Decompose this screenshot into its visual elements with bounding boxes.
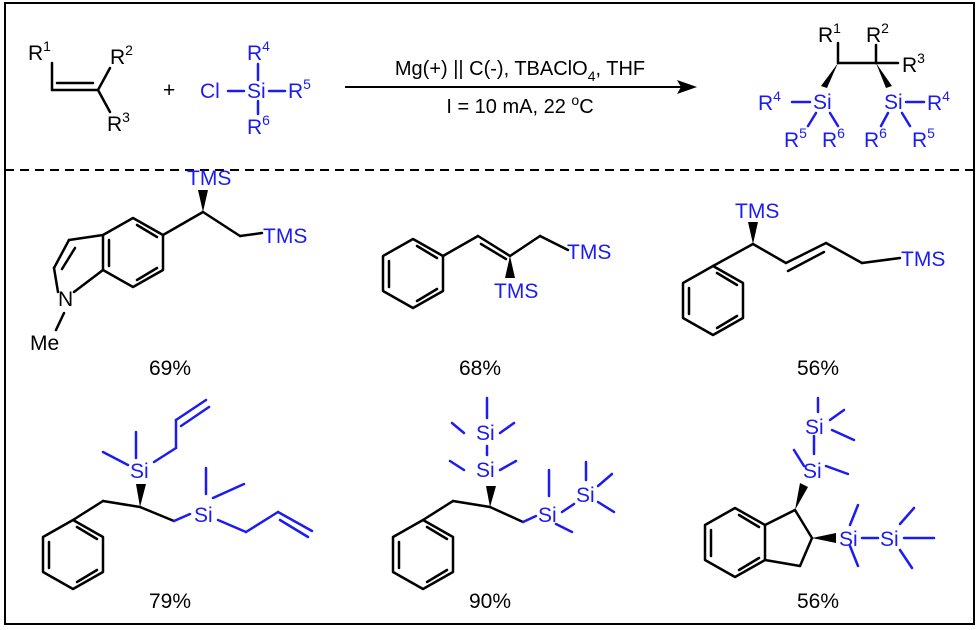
svg-text:R1: R1 xyxy=(818,20,841,47)
allyl-tms-2: TMS xyxy=(901,248,945,271)
reaction-arrow xyxy=(345,80,697,94)
svg-text:Si: Si xyxy=(880,528,899,551)
svg-text:Si: Si xyxy=(538,504,557,527)
svg-text:R2: R2 xyxy=(866,20,889,47)
svg-text:Si: Si xyxy=(805,416,824,439)
svg-text:R6: R6 xyxy=(822,125,845,152)
indole-me: Me xyxy=(30,332,59,355)
svg-text:R4: R4 xyxy=(758,88,781,115)
vinyl-tms-1: TMS xyxy=(567,241,611,264)
yield-4: 79% xyxy=(149,590,191,613)
example-indane: Si Si Si Si xyxy=(703,396,936,579)
svg-text:Si: Si xyxy=(884,91,903,114)
svg-text:Si: Si xyxy=(476,422,495,445)
svg-text:Si: Si xyxy=(247,80,266,103)
yield-5: 90% xyxy=(469,590,511,613)
indole-n: N xyxy=(58,288,73,311)
allyl-tms-1: TMS xyxy=(735,200,779,223)
example-vinyl-silane: TMS TMS xyxy=(381,234,611,310)
alkene-r3: R3 xyxy=(107,109,130,136)
svg-text:Si: Si xyxy=(839,528,858,551)
example-allyl-silane: TMS TMS xyxy=(681,200,945,337)
plus-sign: + xyxy=(163,79,175,102)
yield-1: 69% xyxy=(149,357,191,380)
svg-text:Si: Si xyxy=(130,460,149,483)
yield-6: 56% xyxy=(797,590,839,613)
silane-r5: R5 xyxy=(288,76,311,103)
svg-text:R3: R3 xyxy=(902,50,925,77)
example-disilanyl: Si Si Si Si xyxy=(391,396,616,591)
svg-text:Si: Si xyxy=(576,484,595,507)
indole-tms-2: TMS xyxy=(263,225,307,248)
indole-tms-1: TMS xyxy=(187,167,231,190)
svg-text:R5: R5 xyxy=(784,125,807,152)
yield-2: 68% xyxy=(459,357,501,380)
svg-text:R6: R6 xyxy=(864,125,887,152)
alkene-substrate: R1 R2 R3 xyxy=(28,38,133,136)
disilane-product: R1 R2 R3 Si R4 R5 R6 Si R4 R6 R5 xyxy=(758,20,950,152)
example-indole: N Me TMS TMS xyxy=(30,167,307,355)
svg-text:Si: Si xyxy=(194,504,213,527)
conditions-line-1: Mg(+) || C(-), TBAClO4, THF xyxy=(395,58,645,84)
silane-r4: R4 xyxy=(247,38,270,65)
alkene-r1: R1 xyxy=(28,38,51,65)
chlorosilane-reagent: Cl Si R4 R5 R6 xyxy=(200,38,311,139)
silane-r6: R6 xyxy=(247,112,270,139)
alkene-r2: R2 xyxy=(110,42,133,69)
outer-frame xyxy=(4,2,975,625)
svg-text:Cl: Cl xyxy=(200,80,220,103)
svg-text:R4: R4 xyxy=(927,88,950,115)
svg-text:Si: Si xyxy=(476,459,495,482)
example-allyl-dimethylsilyl: Si Si xyxy=(41,398,314,591)
yield-3: 56% xyxy=(797,357,839,380)
conditions-line-2: I = 10 mA, 22 oC xyxy=(446,92,593,118)
vinyl-tms-2: TMS xyxy=(494,280,538,303)
svg-text:R5: R5 xyxy=(912,125,935,152)
svg-text:Si: Si xyxy=(813,91,832,114)
svg-text:Si: Si xyxy=(803,460,822,483)
